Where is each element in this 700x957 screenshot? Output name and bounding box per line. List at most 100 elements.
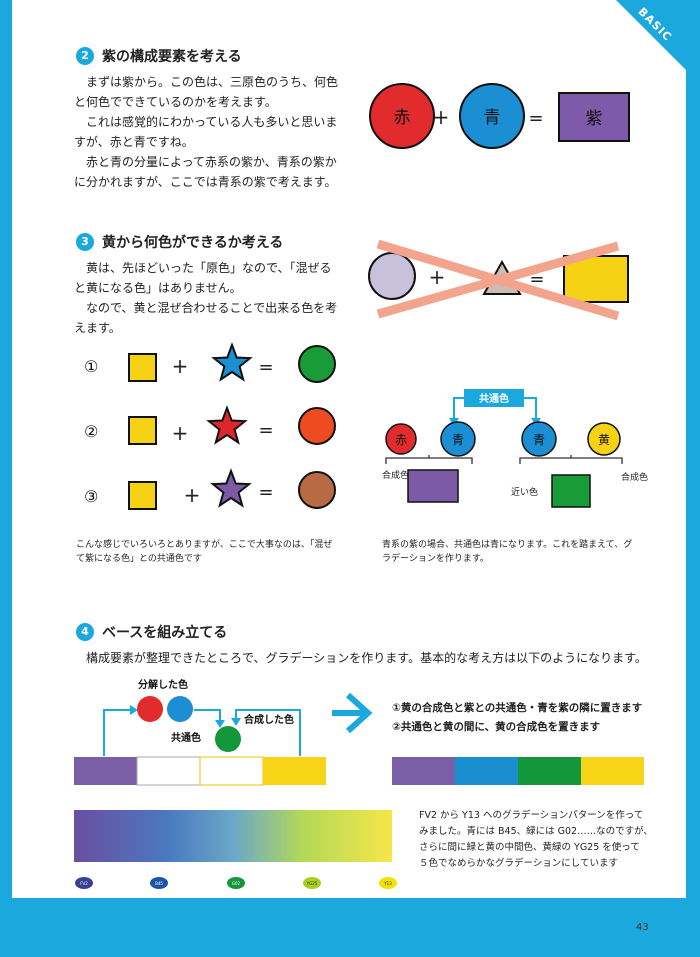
marker-cap-y13 (379, 877, 397, 889)
section-2-body: まずは紫から。この色は、三原色のうち、何色 と何色でできているのかを考えます。 … (74, 72, 374, 192)
body-line: と何色でできているのかを考えます。 (74, 95, 277, 109)
section-number: 2 (76, 47, 94, 65)
red-label: 赤 (394, 108, 411, 128)
primary-mix-diagram: 赤 + 青 = 紫 (369, 83, 630, 149)
connector-line (453, 397, 464, 420)
marker-label: FV2 (80, 881, 88, 886)
blue-label: 青 (533, 433, 545, 447)
yellow-square (128, 353, 157, 382)
red-star-icon (206, 405, 248, 445)
marker-cap-yg25 (303, 877, 321, 889)
row-number: ① (84, 357, 98, 376)
red-circle (385, 423, 417, 455)
section-number: 4 (76, 623, 94, 641)
caption-line: ラデーションを作ります。 (382, 554, 489, 564)
description-line: FV2 から Y13 へのグラデーションパターンを作って (419, 810, 644, 821)
marker-cap-b45 (150, 877, 168, 889)
section-title: ベースを組み立てる (102, 625, 228, 641)
marker-cap-fv2 (75, 877, 93, 889)
caption-left: こんな感じでいろいろとありますが、ここで大事なのは、「混ぜ て紫になる色」との共… (76, 538, 376, 566)
lavender-circle (368, 252, 416, 300)
orange-result-circle (298, 407, 336, 445)
plus-sign: + (172, 354, 189, 378)
blue-circle (459, 83, 525, 149)
equals-sign: = (258, 420, 273, 441)
connector-line (194, 709, 221, 722)
plus-sign: + (184, 483, 201, 507)
gradient-sample (74, 810, 392, 862)
marker-caps: FV2 B45 G02 YG25 Y13 (75, 877, 397, 889)
cross-line (376, 241, 620, 319)
body-line: と黄になる色」はありません。 (74, 281, 242, 295)
decomposed-label: 分解した色 (138, 678, 188, 691)
blue-label: 青 (452, 433, 464, 447)
page-number: 43 (636, 922, 649, 933)
description-line: ５色でなめらかなグラデーションにしています (419, 858, 619, 869)
marker-label: G02 (232, 881, 241, 886)
body-line: 黄は、先ほどいった「原色」なので、「混ぜる (74, 261, 332, 275)
body-line: すが、赤と青ですね。 (74, 135, 194, 149)
page: 2 紫の構成要素を考える まずは紫から。この色は、三原色のうち、何色 と何色でで… (12, 0, 686, 898)
result-strip (392, 757, 644, 785)
base-cell-yellow (263, 757, 326, 785)
result-cell-purple (392, 757, 455, 785)
step-item: ①黄の合成色と紫との共通色・青を紫の隣に置きます (392, 702, 643, 714)
marker-label: YG25 (306, 881, 318, 886)
mix-row-2: ② + = (84, 405, 336, 445)
description-line: みました。青には B45、緑には G02……なのですが、 (419, 826, 653, 837)
caption-line: て紫になる色」との共通色です (76, 554, 202, 564)
arrow-head-icon (130, 705, 138, 715)
marker-cap-g02 (227, 877, 245, 889)
blue-circle (521, 421, 557, 457)
composite-label: 合成色 (621, 471, 648, 483)
section-title: 紫の構成要素を考える (102, 49, 242, 65)
section-2-heading: 2 紫の構成要素を考える (76, 46, 242, 66)
section-4-heading: 4 ベースを組み立てる (76, 622, 227, 642)
row-number: ③ (84, 487, 98, 506)
purple-square (558, 92, 630, 142)
illustrations: 赤 + 青 = 紫 + = ① + = ② (74, 83, 648, 889)
steps-list: ①黄の合成色と紫との共通色・青を紫の隣に置きます ②共通色と黄の間に、黄の合成色… (392, 699, 672, 737)
gradient-description: FV2 から Y13 へのグラデーションパターンを作って みました。青には B4… (419, 808, 679, 872)
red-circle (137, 696, 163, 722)
section-title: 黄から何色ができるか考える (102, 235, 284, 251)
brown-result-circle (298, 471, 336, 509)
caption-line: 青系の紫の場合、共通色は青になります。これを踏まえて、グ (382, 540, 633, 550)
blue-star-icon (211, 342, 253, 382)
bracket-line (519, 455, 623, 464)
arrow-head-icon (231, 718, 241, 726)
arrow-head-icon (215, 720, 225, 728)
composite-label: 合成色 (382, 469, 409, 481)
yellow-label: 黄 (598, 433, 610, 447)
connector-line (103, 709, 130, 756)
marker-label: Y13 (383, 881, 392, 886)
yellow-square (128, 416, 157, 445)
common-color-diagram: 共通色 赤 青 青 黄 合成色 近い色 合成色 (382, 389, 648, 508)
caption-right: 青系の紫の場合、共通色は青になります。これを踏まえて、グ ラデーションを作ります… (382, 538, 672, 566)
body-line: なので、黄と混ぜ合わせることで出来る色を考 (74, 301, 338, 315)
common-color-tag (464, 389, 524, 407)
base-cell-empty (199, 756, 264, 786)
plus-sign: + (433, 105, 450, 129)
blue-label: 青 (484, 108, 501, 128)
section-number: 3 (76, 233, 94, 251)
caption-line: こんな感じでいろいろとありますが、ここで大事なのは、「混ぜ (76, 540, 333, 550)
no-mix-diagram: + = (368, 239, 629, 321)
yellow-circle (587, 422, 621, 456)
connector-line (524, 397, 537, 420)
body-line: 赤と青の分量によって赤系の紫か、青系の紫か (74, 155, 337, 169)
structure-diagram: 分解した色 共通色 合成した色 (74, 678, 326, 786)
common-label: 共通色 (171, 731, 201, 744)
section-3-body: 黄は、先ほどいった「原色」なので、「混ぜる と黄になる色」はありません。 なので… (74, 258, 374, 338)
green-square (551, 474, 591, 508)
green-result-circle (298, 345, 336, 383)
yellow-square (128, 481, 157, 510)
section-3-heading: 3 黄から何色ができるか考える (76, 232, 283, 252)
red-circle (369, 83, 435, 149)
purple-star-icon (210, 468, 252, 508)
mix-row-1: ① + = (84, 342, 336, 383)
composite-label: 合成した色 (243, 713, 294, 726)
equals-sign: = (258, 357, 273, 378)
bottom-frame (0, 898, 700, 957)
purple-square (407, 469, 459, 503)
